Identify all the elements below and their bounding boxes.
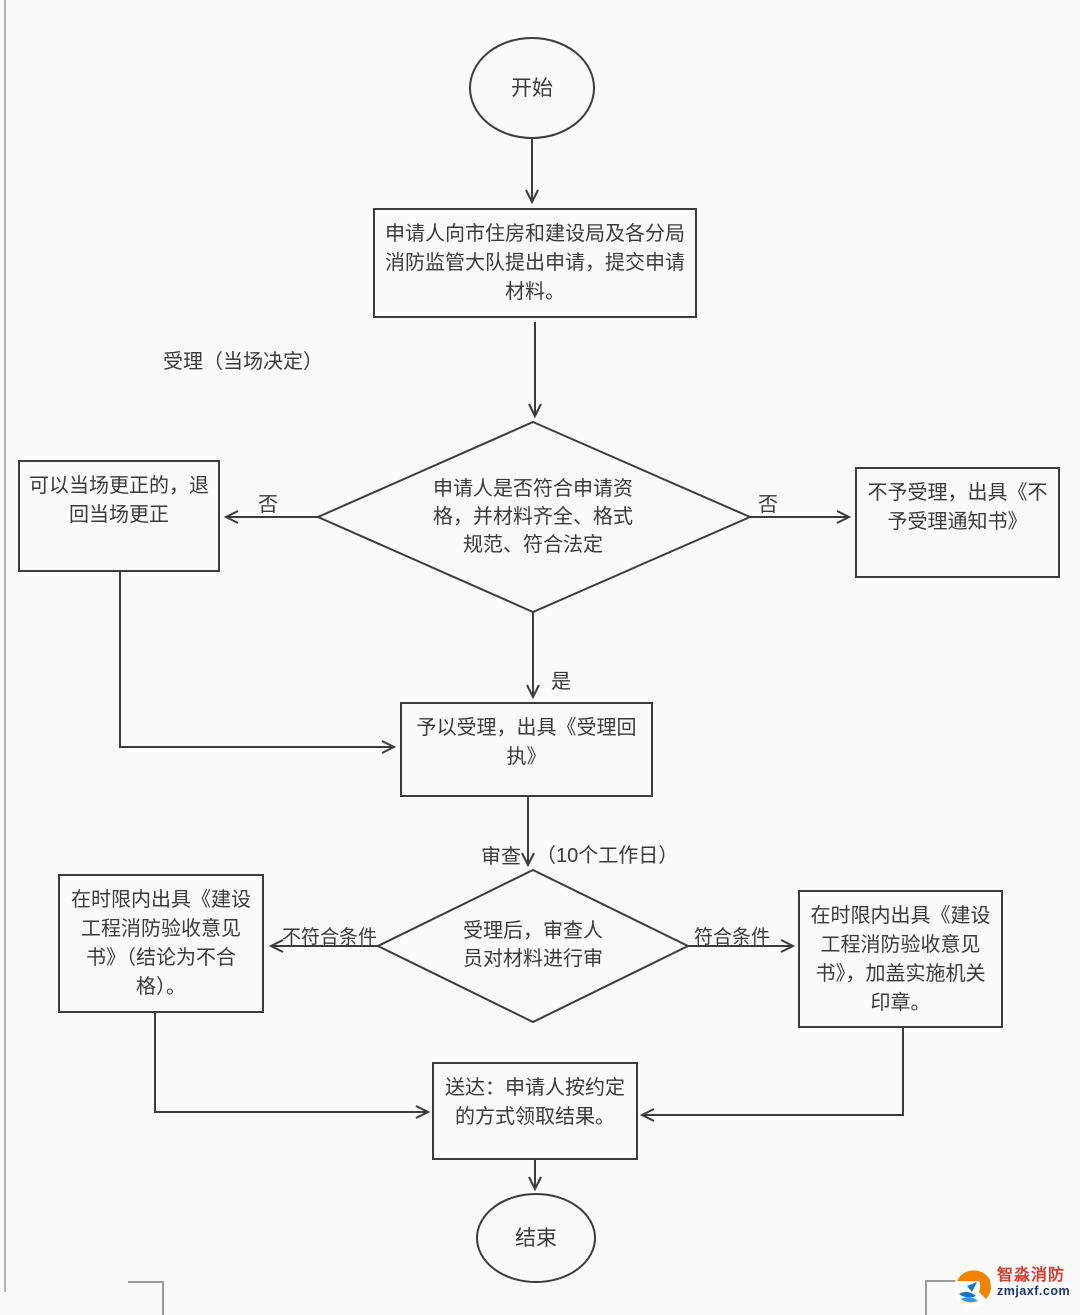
edge-label-meet: 符合条件 bbox=[694, 927, 771, 948]
brand-logo-icon bbox=[953, 1268, 993, 1308]
edge-label-no-right: 否 bbox=[758, 494, 778, 516]
edge-label-no-left: 否 bbox=[258, 494, 278, 516]
connector-pass-deliver bbox=[639, 1028, 904, 1122]
reject-step-box: 不予受理，出具《不予受理通知书》 bbox=[855, 467, 1060, 578]
accept-phase-note: 受理（当场决定） bbox=[163, 351, 323, 373]
edge-label-not-meet: 不符合条件 bbox=[282, 927, 378, 948]
brand-name: 智淼消防 bbox=[997, 1267, 1066, 1284]
partial-box-left-right-edge bbox=[162, 1281, 164, 1315]
deliver-step-box: 送达：申请人按约定的方式领取结果。 bbox=[432, 1062, 638, 1160]
decision2-diamond bbox=[375, 868, 691, 1024]
page-edge-line bbox=[4, 0, 6, 1292]
correct-step-box: 可以当场更正的，退回当场更正 bbox=[18, 460, 220, 572]
start-node-label: 开始 bbox=[511, 77, 553, 100]
accept-step-box: 予以受理，出具《受理回执》 bbox=[400, 702, 653, 797]
watermark-logo: 智淼消防 zmjaxf.com bbox=[953, 1267, 1071, 1308]
end-node-label: 结束 bbox=[515, 1227, 557, 1250]
edge-label-yes: 是 bbox=[551, 671, 571, 693]
end-ellipse bbox=[476, 1193, 596, 1283]
review-phase-note-right: （10个工作日） bbox=[536, 845, 679, 867]
brand-domain: zmjaxf.com bbox=[997, 1283, 1071, 1298]
partial-box-right-left-edge bbox=[925, 1280, 927, 1315]
partial-box-right-top-edge bbox=[925, 1280, 967, 1282]
connector-fail-deliver bbox=[154, 1013, 431, 1119]
fail-result-box: 在时限内出具《建设工程消防验收意见书》（结论为不合格）。 bbox=[58, 874, 264, 1013]
connector-correct-accept bbox=[119, 572, 397, 754]
pass-result-box: 在时限内出具《建设工程消防验收意见书》，加盖实施机关印章。 bbox=[798, 890, 1003, 1028]
partial-box-left-top-edge bbox=[128, 1281, 164, 1283]
review-phase-note-left: 审查 bbox=[481, 846, 521, 868]
apply-step-box: 申请人向市住房和建设局及各分局消防监管大队提出申请，提交申请材料。 bbox=[373, 208, 697, 318]
decision2-label: 受理后，审查人员对材料进行审 bbox=[463, 920, 603, 970]
decision1-label: 申请人是否符合申请资格，并材料齐全、格式规范、符合法定 bbox=[433, 478, 633, 556]
